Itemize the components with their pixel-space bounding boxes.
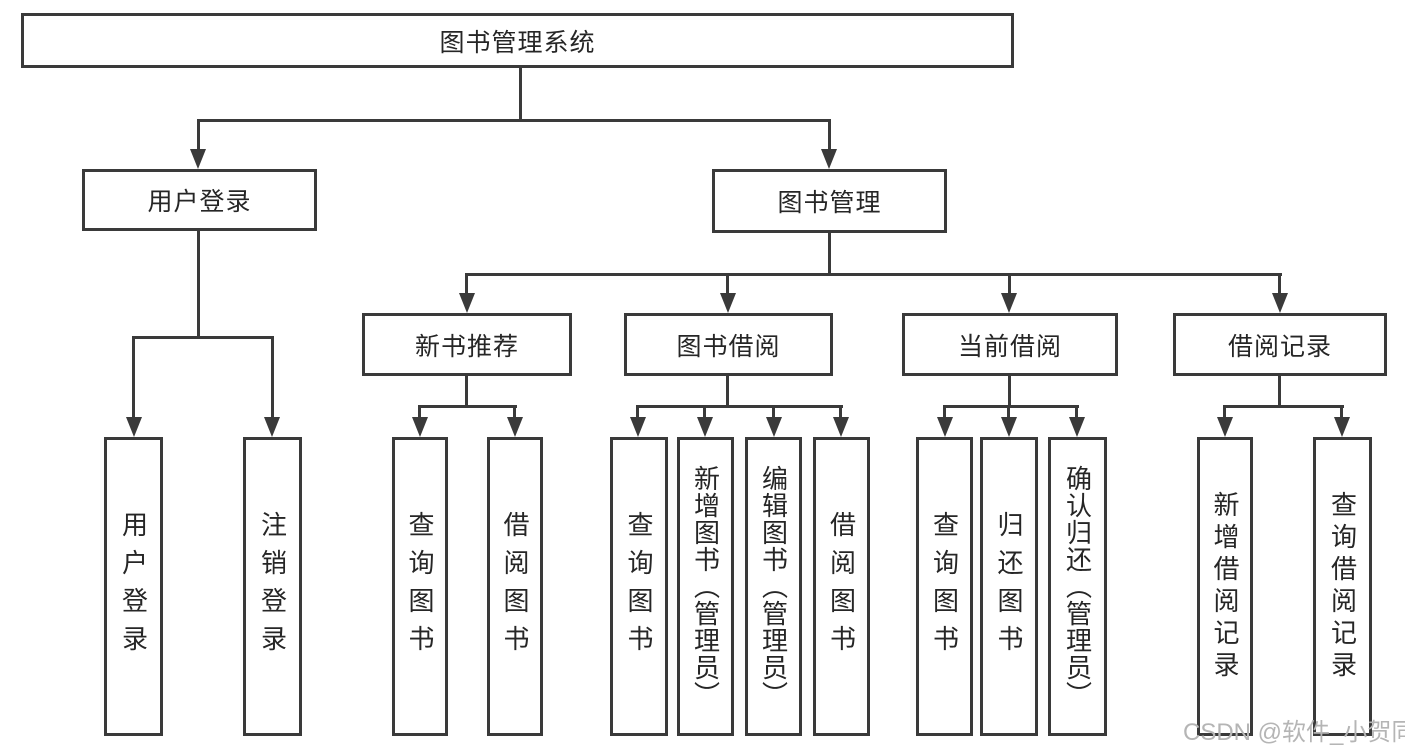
node-user-login: 用户登录	[82, 169, 317, 231]
leaf-borrow-query-books: 查询图书	[610, 437, 668, 736]
connector-book-borrow-bracket	[636, 405, 843, 408]
connector-to-new-book	[465, 273, 468, 295]
node-borrow-records: 借阅记录	[1173, 313, 1387, 376]
leaf-label: 新增图书（管理员）	[690, 465, 721, 708]
connector-user-login-bracket	[132, 336, 274, 339]
connector-leaf-stub	[772, 405, 775, 419]
leaf-label: 借阅图书	[826, 510, 857, 663]
arrowhead-leaf	[507, 417, 523, 437]
connector-leaf-stub	[703, 405, 706, 419]
connector-to-book-management	[828, 119, 831, 151]
arrowhead-leaf	[1334, 417, 1350, 437]
arrowhead-book-management	[821, 149, 837, 169]
leaf-label: 编辑图书（管理员）	[758, 465, 789, 708]
leaf-label: 查询借阅记录	[1327, 490, 1358, 683]
arrowhead-leaf-user-login	[126, 417, 142, 437]
connector-to-borrow-records	[1278, 273, 1281, 295]
arrowhead-leaf	[766, 417, 782, 437]
arrowhead-leaf	[697, 417, 713, 437]
arrowhead-leaf	[630, 417, 646, 437]
connector-level3-bracket	[466, 273, 1282, 276]
leaf-logout: 注销登录	[243, 437, 302, 736]
node-book-borrow: 图书借阅	[624, 313, 833, 376]
leaf-label: 查询图书	[624, 510, 654, 663]
node-label: 图书管理系统	[439, 28, 596, 57]
leaf-borrow-books: 借阅图书	[813, 437, 870, 736]
csdn-watermark: CSDN @软件_小贺同学	[1183, 719, 1405, 746]
leaf-query-borrow-record: 查询借阅记录	[1313, 437, 1372, 736]
node-label: 图书借阅	[676, 332, 781, 361]
connector-leaf-stub	[943, 405, 946, 419]
connector-leaf-stub	[418, 405, 421, 419]
leaf-add-books-admin: 新增图书（管理员）	[677, 437, 734, 736]
leaf-label: 注销登录	[257, 510, 288, 663]
leaf-label: 查询图书	[929, 510, 960, 663]
connector-to-leaf-user-login	[132, 336, 135, 418]
arrowhead-borrow-records	[1272, 293, 1288, 313]
connector-to-user-login	[197, 119, 200, 151]
node-label: 用户登录	[147, 188, 252, 216]
connector-book-management-stub	[828, 231, 831, 275]
node-label: 当前借阅	[957, 332, 1062, 361]
connector-new-book-stub	[465, 376, 468, 407]
connector-to-current-borrow	[1008, 273, 1011, 295]
connector-new-book-bracket	[418, 405, 517, 408]
arrowhead-leaf-logout	[264, 417, 280, 437]
connector-leaf-stub	[513, 405, 516, 419]
connector-book-borrow-stub	[726, 376, 729, 407]
connector-to-leaf-logout	[271, 336, 274, 418]
connector-leaf-stub	[1340, 405, 1343, 419]
leaf-return-books: 归还图书	[980, 437, 1038, 736]
arrowhead-leaf	[937, 417, 953, 437]
connector-current-borrow-stub	[1008, 376, 1011, 407]
node-book-management: 图书管理	[712, 169, 947, 233]
node-new-book-recommend: 新书推荐	[362, 313, 572, 376]
leaf-newbook-query-books: 查询图书	[392, 437, 448, 736]
connector-leaf-stub	[1075, 405, 1078, 419]
leaf-label: 用户登录	[118, 510, 149, 663]
leaf-newbook-borrow-books: 借阅图书	[487, 437, 543, 736]
connector-leaf-stub	[1007, 405, 1010, 419]
connector-to-book-borrow	[726, 273, 729, 295]
leaf-label: 借阅图书	[500, 510, 530, 663]
connector-current-borrow-bracket	[943, 405, 1079, 408]
connector-leaf-stub	[1223, 405, 1226, 419]
leaf-label: 归还图书	[994, 510, 1024, 663]
arrowhead-book-borrow	[720, 293, 736, 313]
leaf-label: 确认归还（管理员）	[1062, 465, 1093, 708]
connector-borrow-records-stub	[1278, 376, 1281, 407]
arrowhead-leaf	[1069, 417, 1085, 437]
connector-leaf-stub	[636, 405, 639, 419]
leaf-add-borrow-record: 新增借阅记录	[1197, 437, 1253, 736]
leaf-user-login: 用户登录	[104, 437, 163, 736]
node-label: 借阅记录	[1227, 332, 1332, 361]
leaf-current-query-books: 查询图书	[916, 437, 973, 736]
node-label: 新书推荐	[414, 332, 519, 361]
arrowhead-current-borrow	[1001, 293, 1017, 313]
connector-root-stub	[519, 68, 522, 120]
leaf-label: 新增借阅记录	[1210, 490, 1240, 683]
leaf-edit-books-admin: 编辑图书（管理员）	[745, 437, 802, 736]
arrowhead-leaf	[833, 417, 849, 437]
arrowhead-leaf	[1001, 417, 1017, 437]
connector-user-login-stub	[197, 229, 200, 338]
connector-borrow-records-bracket	[1223, 405, 1344, 408]
connector-leaf-stub	[839, 405, 842, 419]
arrowhead-leaf	[412, 417, 428, 437]
node-label: 图书管理	[777, 189, 882, 217]
connector-level2-bracket	[197, 119, 831, 122]
node-current-borrow: 当前借阅	[902, 313, 1118, 376]
arrowhead-leaf	[1217, 417, 1233, 437]
arrowhead-new-book	[459, 293, 475, 313]
arrowhead-user-login	[190, 149, 206, 169]
leaf-confirm-return-admin: 确认归还（管理员）	[1048, 437, 1107, 736]
node-library-management-system: 图书管理系统	[21, 13, 1014, 68]
leaf-label: 查询图书	[405, 510, 435, 663]
